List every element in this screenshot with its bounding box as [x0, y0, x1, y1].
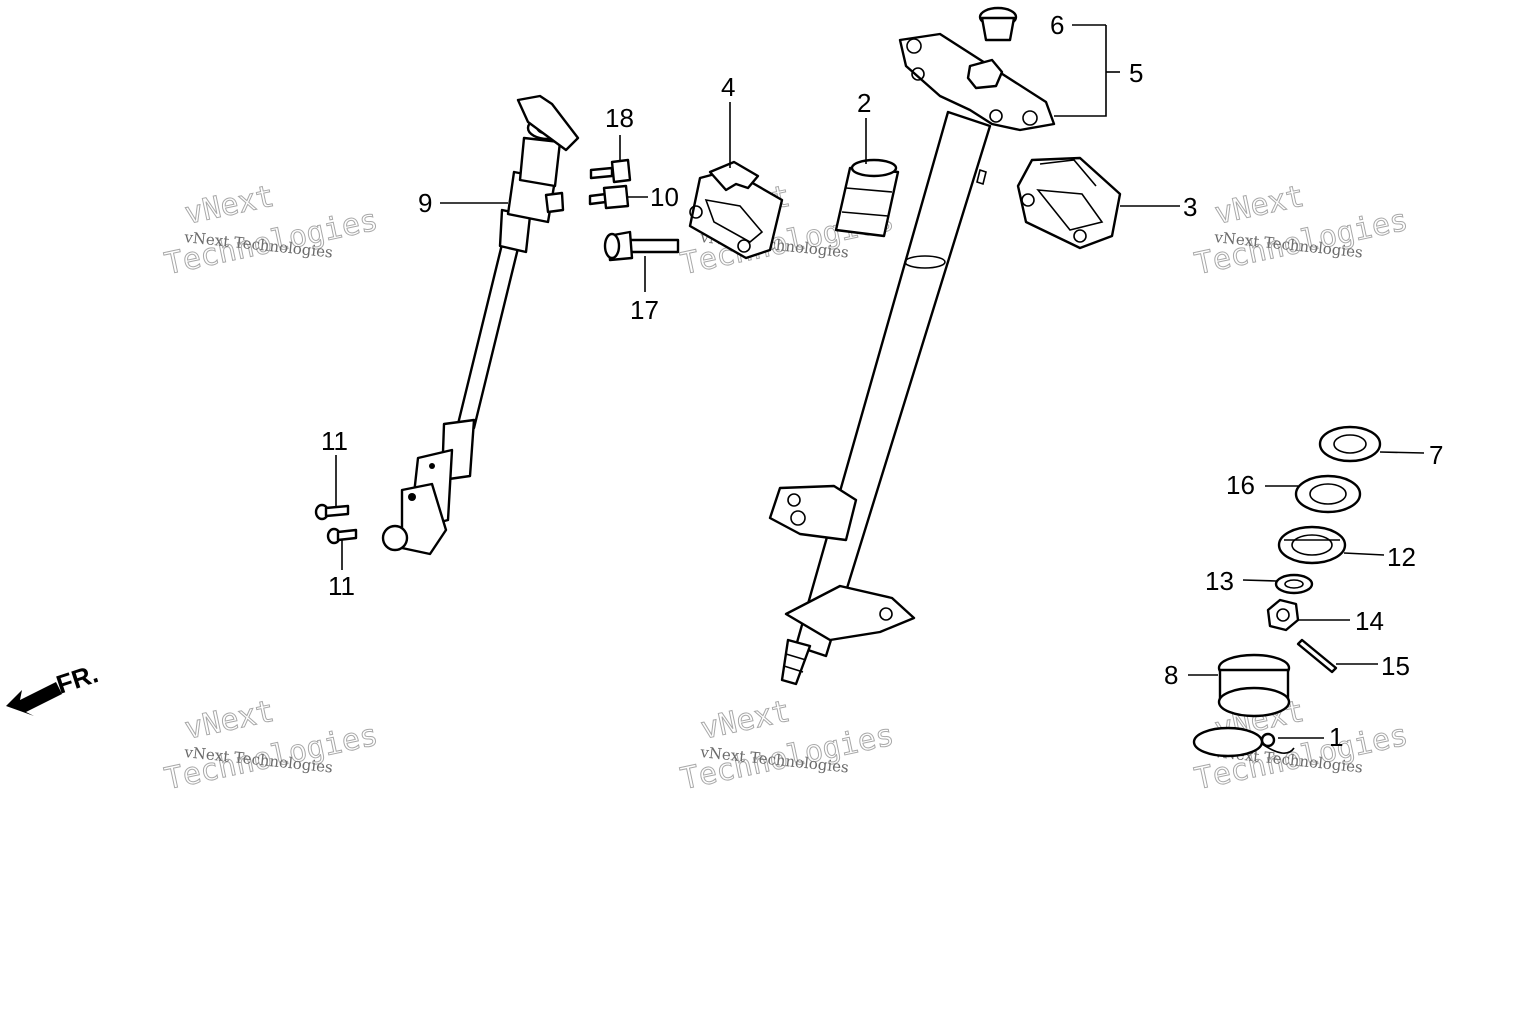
- callout-6: 6: [1050, 10, 1064, 40]
- callout-5: 5: [1129, 58, 1143, 88]
- callout-14: 14: [1355, 606, 1384, 636]
- callout-16: 16: [1226, 470, 1255, 500]
- part-16-bearing: [1294, 474, 1362, 514]
- callout-2: 2: [857, 88, 871, 118]
- part-13-washer: [1274, 573, 1314, 595]
- front-label: FR.: [53, 658, 102, 699]
- watermark-outline-top: vNext: [698, 694, 794, 747]
- callout-11-upper: 11: [321, 426, 348, 456]
- callout-17: 17: [630, 295, 659, 325]
- part-1-clip: [1192, 726, 1295, 758]
- part-2-bushing: [834, 158, 900, 238]
- part-5-steering-post: [768, 32, 1056, 686]
- callout-9: 9: [418, 188, 432, 218]
- callout-1: 1: [1329, 722, 1343, 752]
- callout-3: 3: [1183, 192, 1197, 222]
- watermark-outline-top: vNext: [182, 694, 278, 747]
- part-18-bolt: [589, 158, 632, 184]
- front-arrow-icon: [6, 682, 62, 716]
- watermark-outline-top: vNext: [1212, 179, 1308, 232]
- part-10-bolt: [588, 184, 630, 210]
- callout-13: 13: [1205, 566, 1234, 596]
- front-direction-indicator: FR.: [6, 658, 102, 716]
- callout-18: 18: [605, 103, 634, 133]
- callout-15: 15: [1381, 651, 1410, 681]
- callout-labels: 1 2 3 4 5 6 7 8 9 10 11 11 12 13 14 15 1…: [321, 10, 1443, 752]
- watermark-outline-top: vNext: [182, 179, 278, 232]
- callout-12: 12: [1387, 542, 1416, 572]
- callout-8: 8: [1164, 660, 1178, 690]
- part-9-steering-shaft: [381, 94, 580, 556]
- part-12-bearing: [1277, 525, 1347, 565]
- part-11-bolt-upper: [314, 503, 350, 521]
- part-8-oil-seal: [1217, 653, 1291, 718]
- callout-11-lower: 11: [328, 571, 355, 601]
- part-4-shaft-holder: [688, 160, 784, 260]
- part-17-bolt: [603, 230, 680, 262]
- leader-lines: [335, 24, 1425, 739]
- part-15-cotter-pin: [1296, 638, 1338, 674]
- part-11-bolt-lower: [326, 527, 358, 545]
- part-6-nut: [978, 6, 1018, 42]
- callout-7: 7: [1429, 440, 1443, 470]
- callout-10: 10: [650, 182, 679, 212]
- part-14-nut: [1266, 598, 1300, 632]
- part-3-shaft-holder: [1016, 156, 1122, 250]
- callout-4: 4: [721, 72, 735, 102]
- part-7-dust-seal: [1318, 425, 1382, 463]
